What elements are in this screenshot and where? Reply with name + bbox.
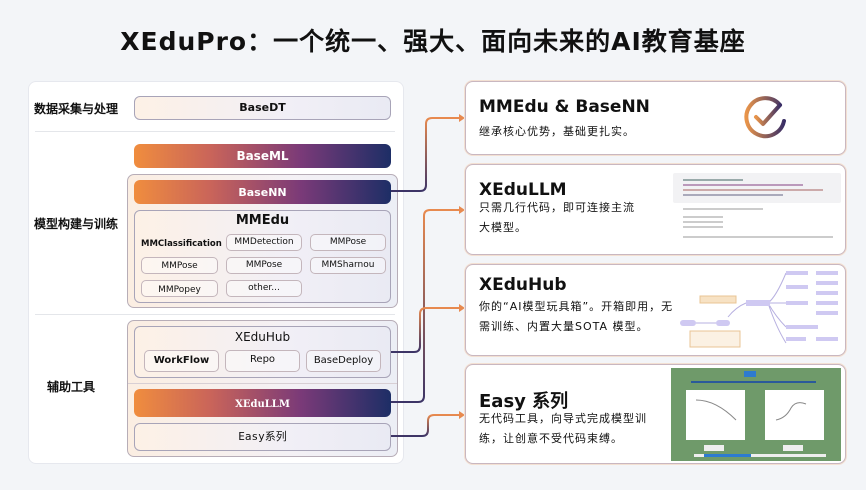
card-title: Easy 系列 [479,391,569,412]
card-title: XEduHub [479,275,567,295]
card-easy: Easy 系列 无代码工具，向导式完成模型训练，让创意不受代码束缚。 [465,364,846,464]
divider [35,131,395,132]
mmedu-box [134,210,391,303]
divider [128,383,397,384]
card-description: 无代码工具，向导式完成模型训练，让创意不受代码束缚。 [479,412,647,445]
xeduhub-title: XEduHub [234,330,291,344]
chip-mmpose: MMPose [310,234,386,251]
connector-xedullm [391,209,461,403]
connector-easy [391,414,461,437]
card-title: XEduLLM [479,180,567,200]
chip-mmpose: MMPose [141,257,218,274]
chip-mmpose: MMPose [226,257,302,274]
card-description: 只需几行代码，即可连接主流大模型。 [479,201,635,234]
basedt-box: BaseDT [134,96,391,120]
arrow-icon [459,304,465,312]
divider [35,314,395,315]
card-xedullm: XEduLLM 只需几行代码，即可连接主流大模型。 [465,164,846,255]
chip-mmpopey: MMPopey [141,280,218,297]
xedullm-bar: XEduLLM [134,389,391,417]
chip-mmdetection: MMDetection [226,234,302,251]
connector-xeduhub [391,307,461,353]
card-description: 继承核心优势，基础更扎实。 [479,125,635,138]
arrow-icon [459,114,465,122]
check-circle-icon [744,96,786,139]
chip-mmclassification: MMClassification [141,239,222,249]
card-mmedu-basenn: MMEdu & BaseNN 继承核心优势，基础更扎实。 [465,81,846,155]
easy-box: Easy系列 [134,423,391,451]
connector-basenn [391,117,461,192]
arrow-icon [459,206,465,214]
card-xeduhub: XEduHub 你的“AI模型玩具箱”。开箱即用，无需训练、内置大量SOTA 模… [465,264,846,356]
baseml-bar: BaseML [134,144,391,168]
mmedu-title: MMEdu [235,213,290,228]
chip-mmsharnou: MMSharnou [310,257,386,274]
section-label-data: 数据采集与处理 [34,102,119,116]
arrow-icon [459,411,465,419]
chip-other: other... [226,280,302,297]
chip-workflow: WorkFlow [144,350,219,372]
card-description: 你的“AI模型玩具箱”。开箱即用，无需训练、内置大量SOTA 模型。 [479,300,674,333]
code-screenshot [673,173,841,249]
basenn-bar: BaseNN [134,180,391,204]
mindmap-screenshot [680,271,838,348]
app-screenshot [671,368,841,461]
chip-repo: Repo [225,350,300,372]
chip-basedeploy: BaseDeploy [306,350,381,372]
card-title: MMEdu & BaseNN [479,97,650,117]
section-label-model: 模型构建与训练 [34,217,119,231]
xeduhub-box [134,326,391,378]
page-title: XEduPro：一个统一、强大、面向未来的AI教育基座 [120,27,746,56]
section-label-tools: 辅助工具 [47,380,96,394]
